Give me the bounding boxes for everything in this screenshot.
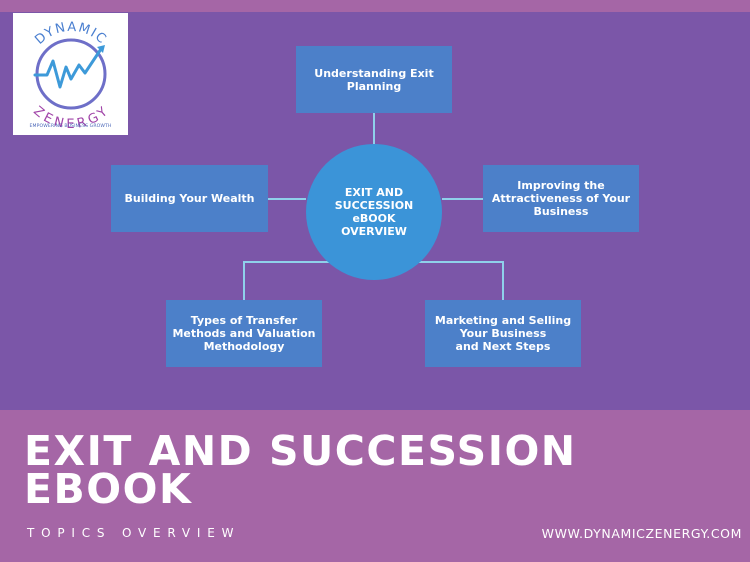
company-logo: DYNAMIC ZENERGY EMPOWERING BUSINESS GROW…: [13, 13, 128, 135]
logo-wave-icon: [33, 47, 103, 89]
page-subtitle: TOPICS OVERVIEW: [27, 526, 241, 540]
page-title: EXIT AND SUCCESSION EBOOK: [24, 427, 577, 513]
topic-understanding-exit-planning: Understanding Exit Planning: [296, 46, 452, 113]
topic-transfer-methods: Types of Transfer Methods and Valuation …: [166, 300, 322, 367]
center-overview-circle: EXIT AND SUCCESSION eBOOK OVERVIEW: [306, 144, 442, 280]
topic-marketing-and-selling: Marketing and Selling Your Business and …: [425, 300, 581, 367]
website-url: WWW.DYNAMICZENERGY.COM: [541, 526, 742, 541]
logo-tagline: EMPOWERING BUSINESS GROWTH: [29, 124, 112, 129]
topic-building-your-wealth: Building Your Wealth: [111, 165, 268, 232]
logo-word-top: DYNAMIC: [32, 20, 109, 48]
topic-improving-attractiveness: Improving the Attractiveness of Your Bus…: [483, 165, 639, 232]
top-band: [0, 0, 750, 12]
